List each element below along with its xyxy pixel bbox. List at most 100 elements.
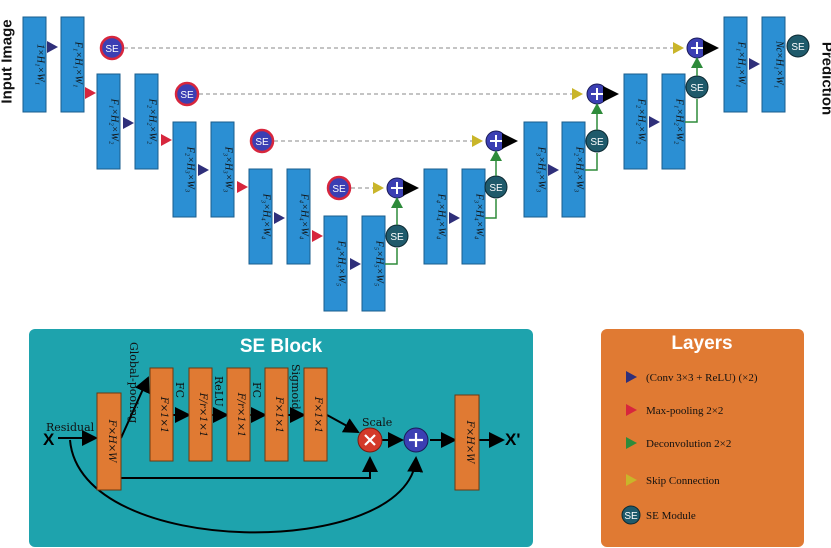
- se-module-icon: [174, 81, 200, 107]
- se-box-label-5: F×1×1: [312, 396, 323, 433]
- se-module-label: SE: [791, 42, 805, 53]
- se-output-feature-box: [454, 394, 480, 491]
- unet-feature-block: [761, 16, 786, 113]
- max-pooling-arrow: [312, 230, 323, 242]
- se-fc2-box: [264, 367, 289, 462]
- se-sigmoid-box: [303, 367, 328, 462]
- se-fc1-box: [188, 367, 213, 462]
- unet-feature-block: [323, 215, 348, 312]
- se-input-feature-box: [96, 392, 122, 491]
- unet-feature-block: [96, 73, 121, 170]
- conv-relu-arrow: [123, 117, 134, 129]
- deconvolution-connector: [385, 248, 398, 265]
- se-module-label: SE: [489, 183, 503, 194]
- legend-item-se: SE Module: [646, 510, 696, 522]
- unet-block-label: 1×H₁×W₁: [35, 44, 46, 85]
- se-module-label: SE: [590, 137, 604, 148]
- fc2-label: FC: [250, 382, 263, 398]
- conv-relu-arrow: [198, 164, 209, 176]
- conv-relu-triangle-icon: [626, 371, 637, 383]
- se-box-label-2: F/r×1×1: [197, 392, 208, 438]
- se-module-label: SE: [180, 90, 194, 101]
- se-pooled-box: [149, 367, 174, 462]
- plus-glyph: [591, 88, 603, 100]
- se-module-label: SE: [332, 184, 346, 195]
- unet-block-label: F₃×H₃×W₃: [223, 146, 234, 193]
- global-pooling-label: Global-pooling: [127, 342, 140, 423]
- legend-item-deconv: Deconvolution 2×2: [646, 438, 731, 450]
- conv-relu-arrow: [548, 164, 559, 176]
- max-pooling-arrow: [161, 134, 172, 146]
- unet-block-label: F₂×H₃×W₃: [574, 146, 585, 193]
- unet-feature-block: [286, 168, 311, 265]
- unet-feature-block: [461, 168, 486, 265]
- deconvolution-connector: [485, 199, 497, 219]
- se-block-panel: SE Block F×H×W F×1×1 F/r×1×1 F/r×1×1 F×1…: [29, 329, 533, 547]
- se-box-label-1: F×1×1: [158, 396, 169, 433]
- unet-block-label: F₅×H₅×W₅: [374, 240, 385, 287]
- unet-feature-block: [60, 16, 85, 113]
- se-box-label-0: F×H×W: [106, 419, 117, 463]
- legend-background: [601, 329, 804, 547]
- unet-block-label: F₄×H₄×W₄: [436, 193, 447, 240]
- relu-label: ReLU: [212, 376, 225, 407]
- unet-block-label: F₁×H₁×W₁: [73, 41, 84, 88]
- max-pooling-arrow: [85, 87, 96, 99]
- se-module-label: SE: [390, 232, 404, 243]
- unet-block-label: F₃×H₃×W₃: [536, 146, 547, 193]
- se-module-label: SE: [105, 44, 119, 55]
- plus-glyph: [691, 42, 703, 54]
- max-pooling-triangle-icon: [626, 404, 637, 416]
- multiply-glyph: [364, 434, 376, 446]
- deconvolution-triangle-icon: [626, 437, 637, 449]
- unet-block-label: F₁×H₂×W₂: [109, 98, 120, 145]
- unet-block-label: F₄×H₄×W₄: [299, 193, 310, 240]
- skip-connection-triangle-icon: [626, 474, 637, 486]
- unet-feature-block: [210, 121, 235, 218]
- deconvolution-connector: [585, 153, 598, 171]
- unet-block-label: Nc×H₁×W₁: [774, 40, 785, 88]
- plus-glyph: [391, 182, 403, 194]
- legend-item-conv: (Conv 3×3 + ReLU) (×2): [646, 372, 758, 384]
- conv-relu-arrow: [649, 116, 660, 128]
- conv-relu-arrow: [449, 212, 460, 224]
- se-box-label-6: F×H×W: [464, 420, 475, 464]
- se-relu-box: [226, 367, 251, 462]
- se-block-title: SE Block: [240, 336, 323, 357]
- se-module-icon: [786, 34, 810, 58]
- legend-panel: Layers (Conv 3×3 + ReLU) (×2) Max-poolin…: [601, 329, 804, 547]
- legend-item-skip: Skip Connection: [646, 475, 720, 487]
- unet-block-label: F₁×H₁×W₁: [736, 41, 747, 88]
- se-module-icon: [249, 128, 275, 154]
- skip-connection-arrow: [673, 42, 684, 54]
- skip-connection-arrow: [572, 88, 583, 100]
- se-module-icon: [99, 35, 125, 61]
- se-input-x: X: [43, 430, 55, 449]
- conv-relu-arrow: [47, 41, 58, 53]
- unet-feature-block: [22, 16, 47, 113]
- scale-label: Scale: [362, 416, 392, 429]
- unet-block-label: F₂×H₂×W₂: [147, 98, 158, 145]
- deconvolution-arrow: [691, 57, 703, 68]
- unet-block-label: F₁×H₂×W₂: [674, 98, 685, 145]
- plus-glyph: [490, 135, 502, 147]
- unet-block-label: F₃×H₄×W₄: [474, 193, 485, 240]
- unet-feature-block: [248, 168, 273, 265]
- se-output-x: X': [505, 430, 520, 449]
- fc1-label: FC: [173, 382, 186, 398]
- sigmoid-label: Sigmoid: [289, 364, 302, 410]
- unet-feature-block: [134, 73, 159, 170]
- legend-title: Layers: [671, 333, 732, 354]
- se-box-label-4: F×1×1: [273, 396, 284, 433]
- se-module-icon: [326, 175, 352, 201]
- legend-item-maxpool: Max-pooling 2×2: [646, 405, 723, 417]
- unet-feature-block: [423, 168, 448, 265]
- unet-feature-block: [172, 121, 197, 218]
- conv-relu-arrow: [274, 212, 285, 224]
- deconvolution-connector: [685, 99, 698, 123]
- skip-connection-arrow: [472, 135, 483, 147]
- max-pooling-arrow: [237, 181, 248, 193]
- se-module-label: SE: [690, 83, 704, 94]
- unet-architecture: 1×H₁×W₁ F₁×H₁×W₁ F₁×H₂×W₂ F₂×H₂×W₂ F₂×H₃×W₃ F…: [22, 16, 810, 312]
